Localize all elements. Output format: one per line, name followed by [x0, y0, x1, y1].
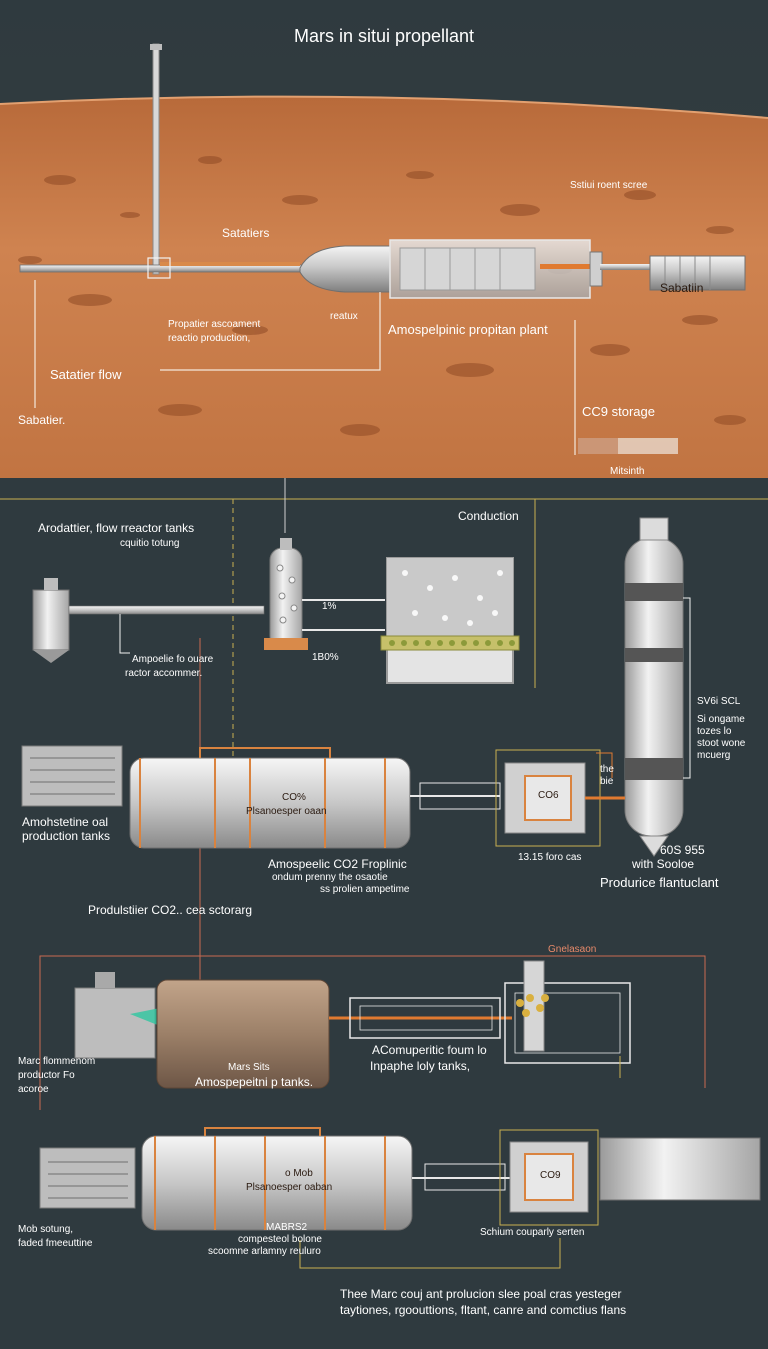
tower-spec-3: tozes lo [697, 726, 732, 737]
row4-right-caption: Schium couparly serten [480, 1227, 585, 1238]
row1-header-2: cquitio totung [120, 538, 180, 549]
conduction-label: Conduction [458, 509, 519, 523]
tower-spec-5: mcuerg [697, 750, 731, 761]
row4-left-1: Mob sotung, [18, 1224, 74, 1235]
footer-line-2: taytiones, rgoouttions, fltant, canre an… [340, 1303, 627, 1317]
row3-right-2: Inpaphe loly tanks, [370, 1059, 471, 1073]
tower-spec-4: stoot wone [697, 738, 746, 749]
label-co2-storage: CC9 storage [582, 404, 655, 419]
row1-pct-top: 1% [322, 601, 337, 612]
mars-surface-scene [0, 0, 768, 478]
row4-tank-line-2: Plsanoesper oaban [246, 1182, 333, 1193]
tower-produce-label: Produrice flantuclant [600, 875, 719, 890]
label-satatiers: Satatiers [222, 226, 270, 240]
row3-left-3: acoroe [18, 1084, 49, 1095]
row2-storage-caption: Produlstiier CO2.. cea sctorarg [88, 903, 253, 917]
row2-atmos-1: Amospeelic CO2 Froplinic [268, 857, 407, 871]
row3-mid-1: Mars Sits [228, 1062, 270, 1073]
tower-spec-1: SV6i SCL [697, 696, 741, 707]
label-proposer-2: reactio production, [168, 333, 251, 344]
row3-right-1: AComuperitic foum lo [372, 1043, 487, 1057]
row2-small-label-2: bie [600, 776, 614, 787]
footer-line-1: Thee Marc couj ant prolucion slee poal c… [340, 1287, 622, 1301]
row2-atmos-3: ss prolien ampetime [320, 884, 410, 895]
row1-ampoelie-1: Ampoelie fo ouare [132, 654, 214, 665]
row3-left-1: Marc flommenom [18, 1056, 96, 1067]
process-diagram: Arodattier, flow rreactor tanks cquitio … [0, 458, 768, 1344]
tower-spec-2: Si ongame [697, 714, 745, 725]
row2-left-2: production tanks [22, 829, 111, 843]
row1-header-1: Arodattier, flow rreactor tanks [38, 521, 195, 535]
row1-equipment [32, 538, 520, 684]
label-mitsinth: Mitsinth [610, 466, 645, 477]
mars-surface-illustration [0, 0, 768, 478]
label-proposer-1: Propatier ascoament [168, 319, 261, 330]
row3-enclosure-label: Gnelasaon [548, 944, 597, 955]
tower-bottom-1: 60S 955 [660, 843, 705, 857]
row2-left-1: Amohstetine oal [22, 815, 109, 829]
row4-mid-1: MABRS2 [266, 1222, 308, 1233]
row2-tank-line-1: CO% [282, 792, 306, 803]
row4-left-2: faded fmeeuttine [18, 1238, 93, 1249]
row1-ampoelie-2: ractor accommer. [125, 668, 203, 679]
tower-bottom-2: with Sooloe [632, 857, 695, 871]
row3-equipment [39, 955, 706, 1110]
row2-small-label: the [600, 764, 614, 775]
process-diagram-graphics [0, 458, 768, 1269]
row2-tank-line-2: Plsanoesper oaan [246, 806, 327, 817]
row4-equipment [39, 1127, 761, 1269]
label-satatier-flow: Satatier flow [50, 367, 122, 382]
row4-mid-2: compesteol bolone [238, 1234, 322, 1245]
row1-pct-bottom: 1B0% [312, 652, 339, 663]
row2-atmos-2: ondum prenny the osaotie [272, 872, 388, 883]
storage-tower [624, 517, 691, 857]
label-top-right: Sstiui roent scree [570, 180, 648, 191]
label-atmospheric-plant: Amospelpinic propitan plant [388, 322, 548, 337]
row3-mid-2: Amospepeitni p tanks. [195, 1075, 314, 1089]
row4-tank-line-1: o Mob [285, 1168, 313, 1179]
page-title: Mars in situi propellant [293, 26, 475, 46]
row4-co2-box-label: CO9 [540, 1170, 561, 1181]
label-sabatier: Sabatier. [18, 413, 66, 427]
row4-mid-3: scoomne arlamny reuluro [208, 1246, 321, 1257]
row2-flow-label: 13.15 foro cas [518, 852, 582, 863]
row3-left-2: productor Fo [18, 1070, 75, 1081]
label-reatux: reatux [330, 311, 358, 322]
label-sabatiin: Sabatiin [660, 281, 704, 295]
row2-co2-box-label: CO6 [538, 790, 559, 801]
row2-equipment [21, 745, 625, 849]
